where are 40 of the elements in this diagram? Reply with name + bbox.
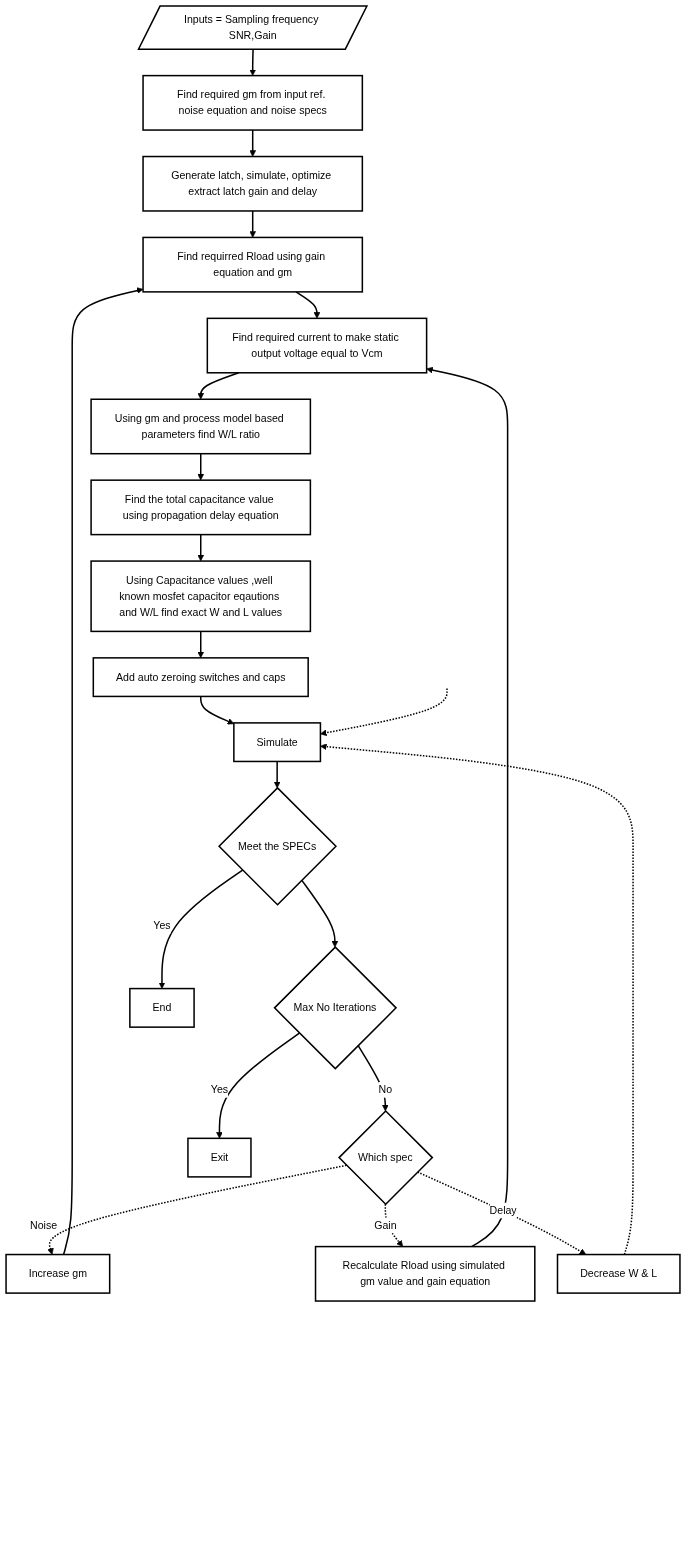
arrow [197,533,205,562]
edge-label: Gain [374,1218,397,1232]
node-box: End [129,987,195,1028]
node-box: Using gm and process model based parameters find W/L ratio [90,398,312,455]
arrow [249,129,257,157]
edge-label: Delay [489,1204,517,1217]
node-box: Simulate [233,722,322,763]
arrow [320,743,634,1256]
node-diamond: Max No Iterations [273,946,398,1070]
arrow [295,291,321,319]
arrow [384,1203,404,1247]
node-box: Using Capacitance values ,well known mosfet capacitor eqautions and W/L find exact W and L values [90,560,312,633]
node-box: Decrease W & L [556,1253,681,1294]
arrow [426,366,509,1248]
arrow [273,760,281,789]
node-box: Exit [187,1137,252,1178]
node-box: Add auto zeroing switches and caps [92,657,309,698]
edge-label: Yes [210,1083,229,1096]
arrow [300,879,339,948]
arrow [197,630,205,659]
arrow [249,210,257,238]
node-box: Increase gm [5,1253,111,1294]
node-box: Find the total capacitance value using propagation delay equation [90,479,312,536]
node-box: Recalculate Rload using simulated gm value and gain equation [314,1245,536,1302]
arrow [62,287,144,1256]
arrow [158,869,244,989]
arrow [320,687,448,737]
arrow [216,1032,301,1139]
node-box: Find required gm from input ref. noise equation and noise specs [142,74,364,131]
arrow [47,1164,348,1255]
node-box: Find requirred Rload using gain equation and gm [142,236,364,293]
edge-label: Noise [30,1218,58,1232]
arrow [200,695,235,725]
arrow [197,452,205,481]
node-diamond: Which spec [338,1109,434,1206]
node-box: Generate latch, simulate, optimize extract latch gain and delay [142,155,364,212]
node-box: Find required current to make static output voltage equal to Vcm [206,317,428,374]
edge-label: No [378,1083,393,1096]
node-diamond: Meet the SPECs [218,786,337,906]
edge-label: Yes [153,919,171,932]
